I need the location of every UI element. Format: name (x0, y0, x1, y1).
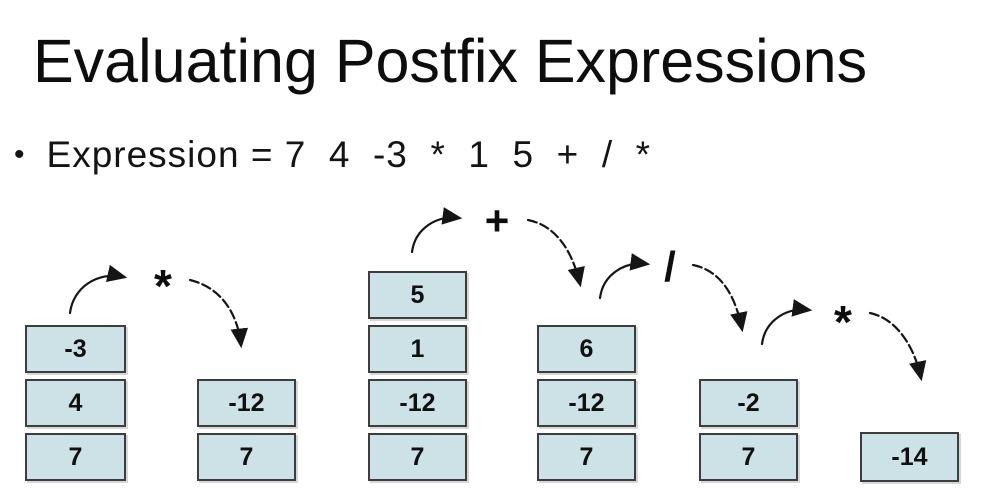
stack-2-cell-top: -12 (197, 379, 296, 427)
arrow-multiply-1-to-stack-2 (188, 278, 249, 349)
stack-1-cell-top: -3 (25, 325, 126, 373)
stack-6-cell-bottom: -14 (860, 432, 959, 482)
arrow-multiply-2-to-stack-6 (868, 311, 927, 382)
stack-4-cell-top: 6 (537, 325, 636, 373)
stack-1-cell-bottom: 7 (25, 433, 126, 481)
arrow-pop-to-plus (410, 207, 463, 254)
bullet-item: • Expression = 7 4 -3 * 1 5 + / * (14, 134, 651, 176)
stack-5-cell-bottom: 7 (699, 433, 798, 481)
operator-multiply-1: * (154, 260, 172, 312)
stack-4-cell-mid: -12 (537, 379, 636, 427)
slide-title: Evaluating Postfix Expressions (33, 27, 868, 95)
arrow-plus-to-stack-4 (526, 218, 585, 288)
stack-1-cell-mid: 4 (25, 379, 126, 427)
operator-multiply-2: * (834, 296, 852, 348)
arrow-divide-to-stack-5 (691, 263, 748, 333)
stack-5-cell-top: -2 (699, 379, 798, 427)
expression-text: Expression = 7 4 -3 * 1 5 + / * (46, 134, 652, 175)
stack-3-cell-3: -12 (368, 379, 467, 427)
stack-3-cell-2: 1 (368, 325, 467, 373)
stack-3-cell-top: 5 (368, 271, 467, 319)
stack-4-cell-bottom: 7 (537, 433, 636, 481)
operator-plus: + (484, 197, 510, 244)
stack-2-cell-bottom: 7 (197, 433, 296, 481)
bullet-marker: • (14, 138, 25, 171)
arrow-pop-to-divide (598, 253, 651, 300)
arrow-pop-to-multiply-1 (68, 264, 128, 315)
operator-divide: / (664, 243, 676, 290)
stack-3-cell-bottom: 7 (368, 433, 467, 481)
arrow-pop-to-multiply-2 (760, 299, 813, 346)
